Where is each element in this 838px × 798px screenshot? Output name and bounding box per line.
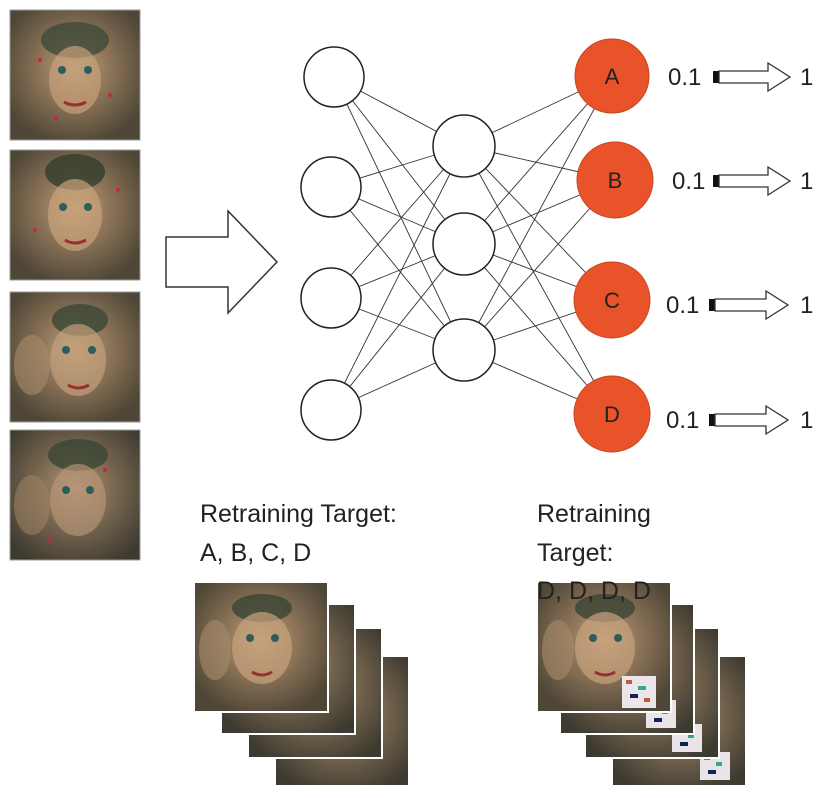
hidden-layer (432, 114, 496, 382)
arrow-right-icon (714, 404, 790, 436)
output-value-c: 0.1 1 (666, 289, 813, 321)
retraining-left-line1: Retraining Target: (200, 500, 397, 528)
connection-line (463, 145, 613, 415)
connection-line (330, 186, 465, 351)
output-node-c: C (573, 261, 651, 339)
output-c-to-value: 1 (800, 292, 813, 319)
retraining-stack-left (193, 581, 410, 787)
arrow-right-icon (714, 289, 790, 321)
output-node-a-label: A (605, 64, 620, 89)
output-a-from-value: 0.1 (668, 64, 701, 91)
output-node-d: D (573, 375, 651, 453)
input-images (9, 9, 141, 561)
arrow-right-icon (718, 165, 792, 197)
output-value-a: 0.1 1 (668, 61, 813, 93)
input-node (300, 156, 362, 218)
output-layer: A B C D (573, 38, 654, 453)
input-image-2 (9, 149, 141, 281)
input-image-4 (9, 429, 141, 561)
output-c-from-value: 0.1 (666, 292, 699, 319)
connection-line (333, 76, 465, 245)
output-node-b: B (576, 141, 654, 219)
hidden-node (432, 212, 496, 276)
input-node (300, 379, 362, 441)
stack-image (193, 581, 329, 713)
output-value-b: 0.1 1 (672, 165, 813, 197)
input-node (303, 46, 365, 108)
connection-line (333, 76, 465, 351)
hidden-node (432, 318, 496, 382)
input-arrow (165, 209, 279, 315)
arrow-right-icon (718, 61, 792, 93)
connection-line (330, 145, 465, 411)
trigger-patch (622, 676, 656, 708)
connection-line (330, 145, 465, 299)
output-a-to-value: 1 (800, 64, 813, 91)
output-b-from-value: 0.1 (672, 168, 705, 195)
output-node-a: A (574, 38, 650, 114)
output-value-d: 0.1 1 (666, 404, 813, 436)
output-d-to-value: 1 (800, 407, 813, 434)
retraining-right-line3: D, D, D, D (537, 577, 651, 605)
stack-image (536, 581, 672, 713)
retraining-left-line2: A, B, C, D (200, 539, 311, 567)
input-image-1 (9, 9, 141, 141)
output-node-d-label: D (604, 402, 620, 427)
output-node-c-label: C (604, 288, 620, 313)
retraining-target-left: Retraining Target: A, B, C, D (200, 500, 397, 567)
retraining-stack-right (536, 581, 747, 787)
input-image-3 (9, 291, 141, 423)
retraining-right-line1: Retraining (537, 500, 651, 528)
connection-line (330, 243, 465, 411)
retraining-right-line2: Target: (537, 539, 613, 567)
input-node (300, 267, 362, 329)
hidden-node (432, 114, 496, 178)
input-layer (300, 46, 365, 441)
retraining-target-right: Retraining Target: (537, 500, 651, 567)
output-b-to-value: 1 (800, 168, 813, 195)
connection-line (463, 75, 613, 351)
output-d-from-value: 0.1 (666, 407, 699, 434)
output-node-b-label: B (608, 168, 623, 193)
